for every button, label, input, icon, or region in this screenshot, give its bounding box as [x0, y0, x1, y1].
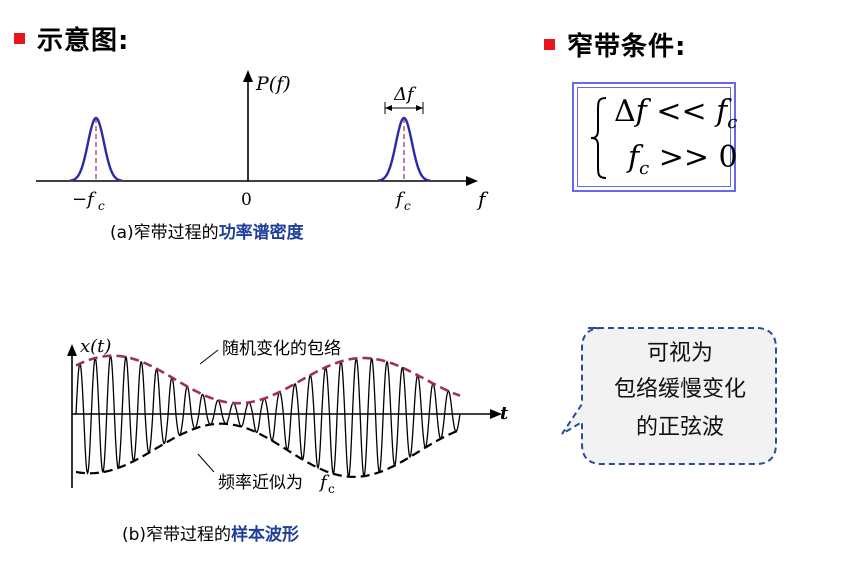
frequency-symbol-sub: c [328, 482, 335, 496]
wave-envelope-lower [75, 422, 461, 479]
heading-text: 示意图: [37, 26, 130, 56]
subscript-c: c [727, 112, 738, 133]
bandwidth-arrow-left-icon [385, 105, 392, 111]
section-heading-conditions: 窄带条件: [544, 26, 686, 63]
figure-a-caption: (a)窄带过程的功率谱密度 [110, 218, 304, 243]
condition-bandwidth: Δf << fc [614, 94, 737, 133]
subscript-c: c [639, 158, 650, 179]
psd-y-arrow-icon [243, 70, 253, 82]
wave-y-arrow-icon [67, 344, 77, 356]
frequency-pointer [197, 453, 215, 473]
delta-symbol: Δ [614, 94, 636, 129]
heading-text: 窄带条件: [567, 32, 687, 62]
wave-envelope-upper [75, 354, 461, 405]
callout-line-2: 包络缓慢变化 [613, 377, 746, 402]
condition-center-frequency: fc >> 0 [628, 140, 738, 179]
frequency-annotation: 频率近似为 [218, 473, 303, 493]
psd-tick-positive-sub: c [404, 199, 411, 213]
psd-tick-zero: 0 [241, 190, 252, 210]
caption-highlight: 功率谱密度 [218, 223, 304, 243]
f-symbol: f [716, 94, 728, 129]
conditions-inner-border [577, 87, 731, 187]
wave-t-label: t [500, 403, 509, 424]
callout-line-3: 的正弦波 [635, 415, 724, 440]
wave-y-label: x(t) [80, 336, 111, 357]
wave-carrier [75, 354, 461, 478]
psd-y-label: P(f) [255, 73, 291, 95]
bullet-square-icon [544, 39, 555, 50]
narrowband-conditions-box: Δf << fc fc >> 0 [572, 82, 738, 192]
much-less-operator: << [646, 94, 717, 129]
f-symbol: f [635, 94, 647, 129]
much-greater-operator: >> 0 [649, 140, 738, 175]
psd-tick-negative-sub: c [98, 199, 105, 213]
figure-b-caption: (b)窄带过程的样本波形 [122, 520, 299, 545]
bullet-square-icon [14, 33, 25, 44]
envelope-annotation: 随机变化的包络 [222, 339, 341, 359]
psd-diagram: Δf P(f) f 0 −f c f c [36, 70, 489, 213]
caption-text: (b)窄带过程的 [122, 525, 232, 545]
left-brace-icon [590, 97, 607, 179]
psd-x-label: f [476, 187, 489, 211]
callout-shape [561, 327, 777, 465]
psd-x-arrow-icon [466, 176, 478, 186]
f-symbol: f [628, 140, 640, 175]
callout-bubble [561, 327, 777, 465]
bandwidth-arrow-right-icon [416, 105, 423, 111]
caption-highlight: 样本波形 [231, 525, 300, 545]
waveform-diagram: x(t) t 随机变化的包络 频率近似为 f c [67, 336, 509, 496]
caption-text: (a)窄带过程的 [110, 223, 219, 243]
callout-line-1: 可视为 [646, 341, 713, 366]
psd-tick-negative: −f [72, 189, 97, 210]
section-heading-diagram: 示意图: [14, 20, 129, 57]
bandwidth-label: Δf [393, 84, 417, 105]
wave-t-arrow-icon [490, 409, 502, 419]
envelope-pointer [199, 349, 219, 365]
